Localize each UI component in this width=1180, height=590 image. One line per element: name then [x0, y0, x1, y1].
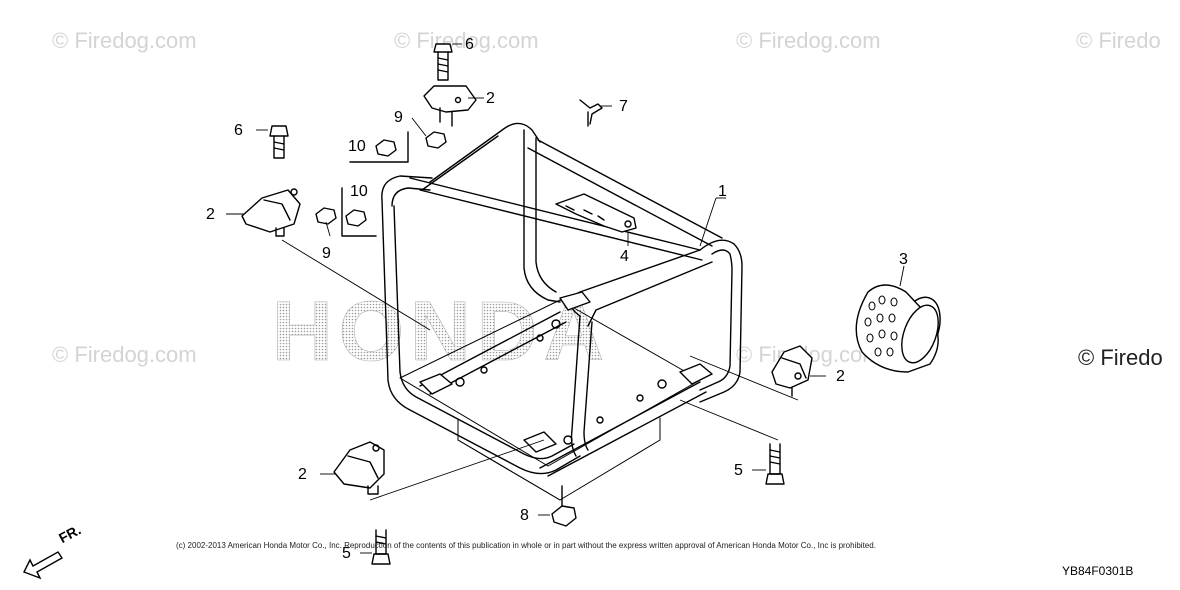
- callout-mount: 2: [486, 90, 495, 107]
- callout-frame: 1: [718, 183, 727, 200]
- callout-bolt-5: 5: [734, 462, 743, 479]
- callout-nut-9: 9: [394, 109, 403, 126]
- watermark: © Firedog.com: [52, 28, 197, 53]
- callout-wing-bolt: 7: [619, 98, 628, 115]
- callout-mount: 2: [206, 206, 215, 223]
- callout-nut-10: 10: [348, 138, 366, 155]
- watermark: © Firedog.com: [736, 28, 881, 53]
- watermark: © Firedog.com: [394, 28, 539, 53]
- diagram-code: YB84F0301B: [1062, 564, 1134, 578]
- callout-mount: 2: [836, 368, 845, 385]
- callout-bolt-5: 5: [342, 545, 351, 562]
- watermark: © Firedo: [1076, 28, 1161, 53]
- callout-nut-8: 8: [520, 507, 529, 524]
- callout-bracket: 4: [620, 248, 629, 265]
- watermark: © Firedo: [1078, 345, 1163, 370]
- callout-bolt-6: 6: [465, 36, 474, 53]
- callout-nut-10: 10: [350, 183, 368, 200]
- callout-bolt-6: 6: [234, 122, 243, 139]
- callout-muffler-guard: 3: [899, 251, 908, 268]
- watermark: © Firedog.com: [52, 342, 197, 367]
- front-direction-arrow-icon: [23, 551, 64, 580]
- callout-nut-9: 9: [322, 245, 331, 262]
- copyright-notice: (c) 2002-2013 American Honda Motor Co., …: [176, 541, 876, 550]
- callout-mount: 2: [298, 466, 307, 483]
- honda-brand-watermark: HONDA: [272, 284, 610, 378]
